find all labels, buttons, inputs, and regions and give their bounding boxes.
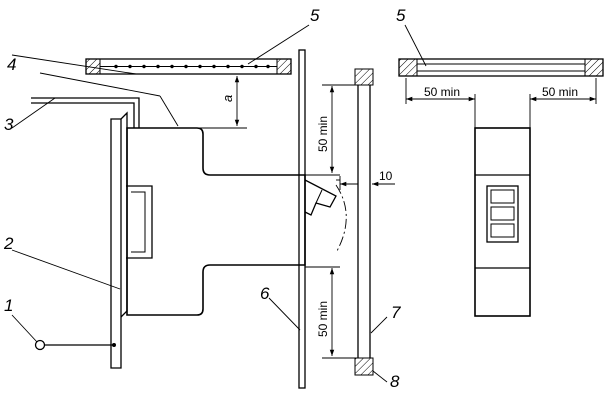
dimension-upper-gap [305, 84, 358, 176]
dimension-offset [336, 176, 395, 190]
dimension-left-clearance-text: 50 min [424, 85, 460, 99]
dimension-right-clearance [529, 78, 597, 128]
label-3: 3 [4, 115, 14, 134]
label-8: 8 [390, 372, 400, 391]
upper-barrier-side-view [85, 58, 292, 75]
dimension-upper-gap-text: 50 min [316, 116, 330, 152]
device-front-view [474, 127, 531, 317]
dimension-lower-gap [305, 266, 358, 359]
upper-barrier-front-view [398, 58, 604, 77]
dimension-left-clearance [405, 78, 476, 128]
mounting-support [110, 111, 128, 369]
label-6: 6 [260, 284, 270, 303]
barrier-perforations [114, 64, 270, 69]
label-1: 1 [4, 296, 13, 315]
lever-travel-arc [335, 184, 347, 252]
label-4: 4 [7, 55, 16, 74]
earth-connection [34, 339, 116, 351]
dimension-lower-gap-text: 50 min [316, 301, 330, 337]
device-body-side-view [126, 127, 306, 316]
frame-assembly [354, 68, 374, 376]
operating-lever [304, 179, 337, 216]
label-2: 2 [3, 234, 14, 253]
dimension-a-text: a [220, 95, 235, 102]
dimension-offset-text: 10 [379, 169, 393, 183]
label-7: 7 [391, 303, 401, 322]
connecting-conductor [31, 97, 140, 128]
dimension-a [173, 76, 247, 129]
label-5-right: 5 [396, 6, 406, 25]
leader-lines [11, 24, 427, 383]
dimension-right-clearance-text: 50 min [542, 85, 578, 99]
metal-screen [298, 49, 306, 389]
label-5-left: 5 [310, 6, 320, 25]
